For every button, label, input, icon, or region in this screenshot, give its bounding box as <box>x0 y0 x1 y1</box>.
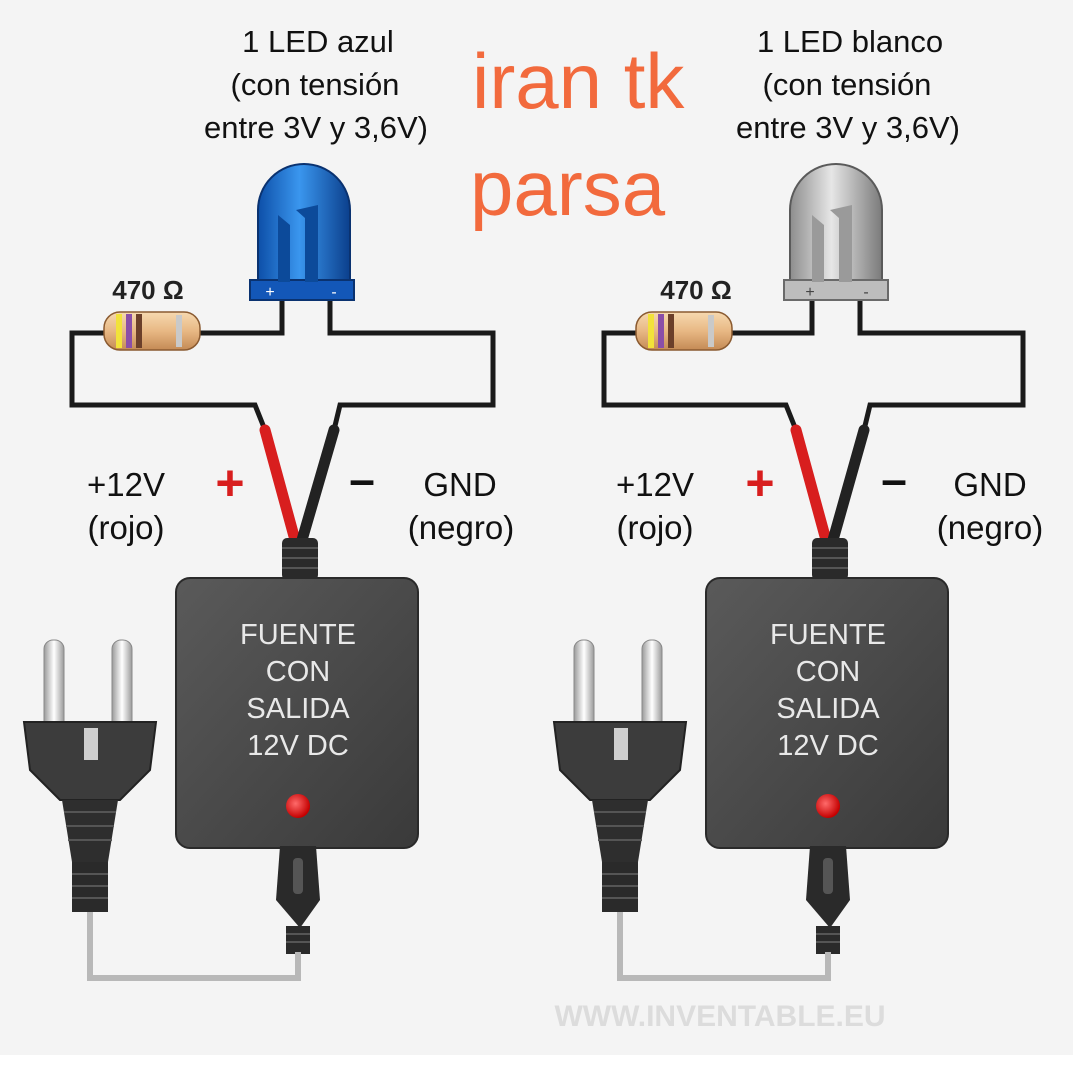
left-led-title: 1 LED azul <box>242 24 394 59</box>
overlay-text-line-1: iran tk <box>472 37 685 125</box>
left-wires <box>69 298 496 431</box>
right-circuit: 1 LED blanco (con tensión entre 3V y 3,6… <box>552 24 1043 981</box>
right-negative-sign: – <box>881 453 907 505</box>
right-mains-cable <box>617 910 831 981</box>
right-psu-indicator-led <box>816 794 840 818</box>
right-positive-color: (rojo) <box>616 509 693 546</box>
right-psu-line-4: 12V DC <box>777 730 879 762</box>
left-black-wire <box>296 424 340 546</box>
left-led-subtitle: (con tensión <box>231 67 400 102</box>
left-resistor <box>103 311 201 351</box>
left-positive-sign: + <box>215 455 244 511</box>
left-psu-line-2: CON <box>266 656 330 688</box>
left-blue-led <box>249 163 355 301</box>
right-psu-line-2: CON <box>796 656 860 688</box>
right-psu-line-3: SALIDA <box>776 693 880 725</box>
right-resistor-label: 470 Ω <box>660 275 731 305</box>
watermark: WWW.INVENTABLE.EU <box>554 1000 885 1033</box>
left-positive-color: (rojo) <box>87 509 164 546</box>
left-mains-cable <box>87 910 301 981</box>
right-wires <box>601 298 1026 431</box>
left-psu-line-1: FUENTE <box>240 619 356 651</box>
left-positive-voltage: +12V <box>87 466 165 503</box>
right-led-cathode-mark: - <box>863 284 868 301</box>
left-psu-line-4: 12V DC <box>247 730 349 762</box>
left-psu-indicator-led <box>286 794 310 818</box>
right-gnd-label: GND <box>953 466 1026 503</box>
right-led-title: 1 LED blanco <box>757 24 943 59</box>
right-led-subtitle: (con tensión <box>763 67 932 102</box>
right-black-wire <box>827 424 870 546</box>
left-gnd-color: (negro) <box>408 509 514 546</box>
left-resistor-label: 470 Ω <box>112 275 183 305</box>
right-psu-line-1: FUENTE <box>770 619 886 651</box>
overlay-text-line-2: parsa <box>470 144 666 232</box>
right-gnd-color: (negro) <box>937 509 1043 546</box>
left-mains-plug <box>22 639 158 912</box>
left-red-wire <box>259 424 301 546</box>
left-led-anode-mark: + <box>265 284 274 301</box>
left-negative-sign: – <box>349 453 375 505</box>
left-led-voltage-range: entre 3V y 3,6V) <box>204 110 428 145</box>
right-led-anode-mark: + <box>805 284 814 301</box>
right-white-led <box>783 163 889 301</box>
right-resistor <box>635 311 733 351</box>
left-gnd-label: GND <box>423 466 496 503</box>
right-red-wire <box>790 424 832 546</box>
left-circuit: 1 LED azul (con tensión entre 3V y 3,6V)… <box>22 24 514 981</box>
left-psu-line-3: SALIDA <box>246 693 350 725</box>
right-mains-plug <box>552 639 688 912</box>
right-positive-voltage: +12V <box>616 466 694 503</box>
right-positive-sign: + <box>745 455 774 511</box>
left-led-cathode-mark: - <box>331 284 336 301</box>
right-led-voltage-range: entre 3V y 3,6V) <box>736 110 960 145</box>
